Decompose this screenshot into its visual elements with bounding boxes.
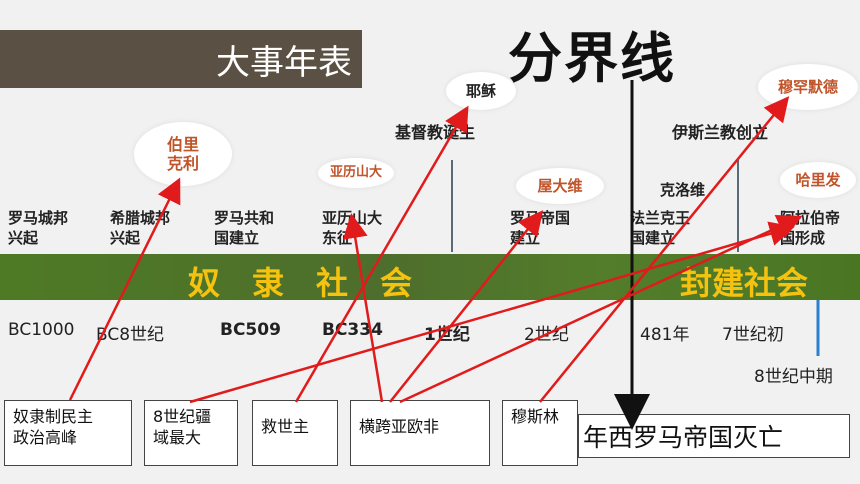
note-democracy: 奴隶制民主 政治高峰 bbox=[4, 400, 132, 466]
band-slave-society: 奴 隶 社 会 bbox=[188, 264, 413, 302]
date-2: BC8世纪 bbox=[96, 325, 165, 345]
arrow-democracy-pericles bbox=[68, 177, 181, 401]
note-territory: 8世纪疆 域最大 bbox=[144, 400, 238, 466]
band-feudal-society: 封建社会 bbox=[680, 264, 809, 302]
date-1: BC1000 bbox=[8, 320, 75, 340]
society-band bbox=[0, 254, 860, 300]
arrow-continents-alexander bbox=[342, 213, 384, 403]
arrow-continents-arab bbox=[399, 215, 803, 404]
bubble-harith: 哈里发 bbox=[780, 162, 856, 198]
date-4: BC334 bbox=[322, 320, 383, 340]
page-title: 大事年表 bbox=[0, 30, 362, 88]
event-2: 希腊城邦 兴起 bbox=[110, 209, 171, 248]
arrow-continents-rome bbox=[389, 210, 544, 403]
note-savior: 救世主 bbox=[252, 400, 338, 466]
bubble-alexander: 亚历山大 bbox=[318, 158, 394, 188]
event-3: 罗马共和 国建立 bbox=[214, 209, 275, 248]
event-1: 罗马城邦 兴起 bbox=[8, 209, 69, 248]
date-8: 7世纪初 bbox=[722, 325, 784, 345]
bubble-jesus: 耶稣 bbox=[446, 72, 516, 110]
divider-title: 分界线 bbox=[508, 27, 676, 90]
bubble-octavian: 屋大维 bbox=[516, 168, 604, 204]
arrow-territory-arab bbox=[189, 221, 795, 404]
event-6: 法兰克王 国建立 bbox=[630, 209, 691, 248]
arrow-savior-jesus bbox=[294, 105, 469, 403]
bottom-label: 年西罗马帝国灭亡 bbox=[578, 414, 850, 458]
date-3: BC509 bbox=[220, 320, 281, 340]
date-7: 481年 bbox=[640, 325, 690, 345]
event-clovis: 克洛维 bbox=[660, 181, 706, 199]
bubble-pericles: 伯里 克利 bbox=[134, 122, 232, 186]
note-muslim: 穆斯林 bbox=[502, 400, 578, 466]
note-three-continents: 横跨亚欧非 bbox=[350, 400, 490, 466]
event-islam: 伊斯兰教创立 bbox=[672, 123, 769, 142]
date-below: 8世纪中期 bbox=[754, 367, 833, 387]
page-title-text: 大事年表 bbox=[216, 42, 352, 83]
arrow-muslim-muhammad bbox=[539, 96, 790, 403]
